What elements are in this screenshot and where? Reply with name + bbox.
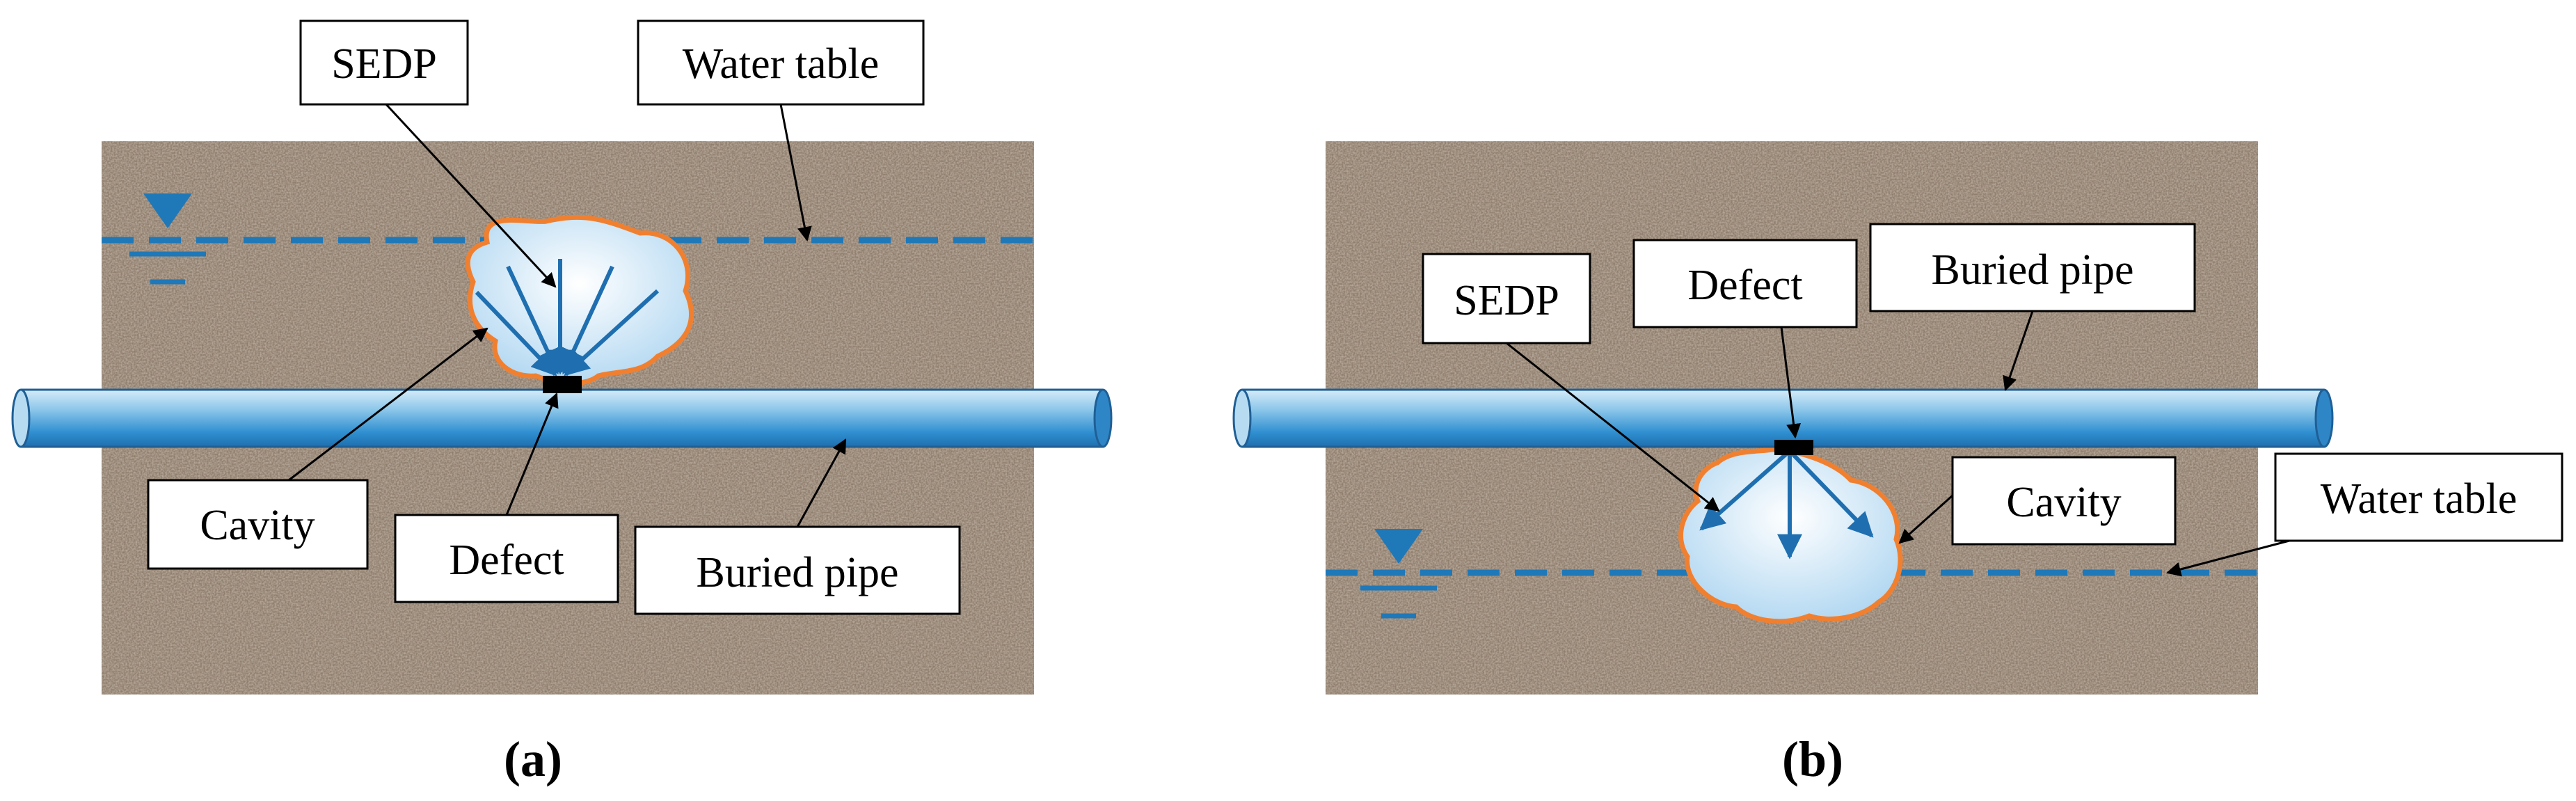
label-water-table-a: Water table	[637, 19, 925, 106]
label-buried-pipe-b: Buried pipe	[1869, 223, 2196, 312]
label-sedp-a: SEDP	[299, 19, 469, 106]
svg-text:Water table: Water table	[683, 40, 879, 88]
buried-pipe-b	[1232, 388, 2334, 448]
label-defect-a: Defect	[394, 514, 619, 603]
water-level-symbol-b	[1360, 529, 1437, 619]
svg-text:Water table: Water table	[2321, 475, 2517, 523]
svg-text:Defect: Defect	[1687, 262, 1802, 309]
label-sedp-b: SEDP	[1422, 253, 1591, 344]
water-level-symbol-a	[129, 193, 206, 285]
cavity-shape-a	[465, 214, 694, 386]
label-cavity-a: Cavity	[147, 479, 369, 570]
buried-pipe-a	[11, 388, 1113, 448]
defect-mark-b	[1774, 440, 1813, 455]
label-defect-b: Defect	[1632, 239, 1858, 328]
label-water-table-b: Water table	[2274, 452, 2563, 542]
svg-text:Buried pipe: Buried pipe	[1932, 246, 2134, 294]
svg-text:Buried pipe: Buried pipe	[697, 549, 899, 596]
defect-mark-a	[543, 376, 582, 393]
svg-text:Cavity: Cavity	[2006, 479, 2121, 526]
leader-lines-a	[288, 103, 847, 528]
caption-a: (a)	[504, 731, 562, 787]
leader-lines-b	[1506, 310, 2290, 577]
panel-b: SEDP Defect Buried pipe Cavity Water tab…	[1232, 141, 2563, 787]
svg-text:SEDP: SEDP	[331, 40, 437, 88]
label-cavity-b: Cavity	[1951, 456, 2177, 546]
svg-text:SEDP: SEDP	[1454, 277, 1559, 324]
svg-text:Defect: Defect	[449, 537, 564, 584]
panel-a: SEDP Water table Cavity Defect Buried pi…	[11, 19, 1113, 787]
caption-b: (b)	[1782, 731, 1843, 787]
sedp-flow-arrows-a	[475, 259, 660, 376]
svg-text:Cavity: Cavity	[200, 502, 315, 549]
sedp-flow-arrows-b	[1699, 449, 1874, 560]
label-buried-pipe-a: Buried pipe	[634, 525, 961, 615]
